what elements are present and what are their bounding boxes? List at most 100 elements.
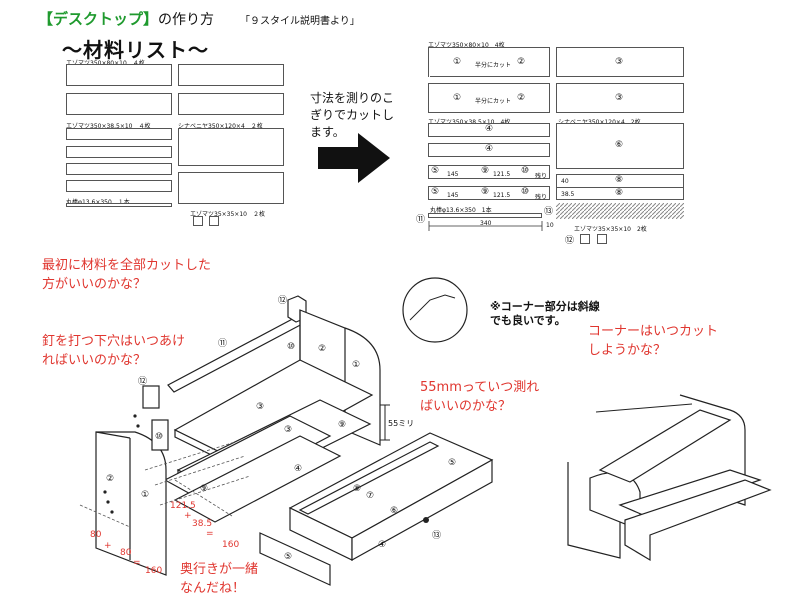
strip-3 (66, 163, 172, 175)
cut-strip-4: ⑤ 145 ⑨ 121.5 ⑩ 残り (428, 186, 550, 201)
part-3b: ③ (615, 93, 624, 103)
label-part-5a: ⑤ (448, 458, 457, 468)
page-title: 【デスクトップ】の作り方 (38, 10, 215, 28)
part-8b: ⑧ (615, 188, 624, 198)
plywood-2 (178, 172, 284, 204)
materials-row1-label: エゾマツ350×80×10 ４枚 (66, 58, 145, 67)
remain-label-2: 残り (535, 194, 548, 201)
cut-board-b: ③ (556, 47, 684, 77)
label-part-8: ⑧ (353, 484, 362, 494)
corner-magnifier (402, 277, 468, 343)
cut-block-2 (597, 234, 607, 244)
block-2 (209, 216, 219, 226)
cut-instruction: 寸法を測りのこぎりでカットします。 (310, 91, 395, 139)
len-145: 145 (447, 171, 459, 178)
dim-38-5: 38.5 (192, 519, 213, 529)
remain-label: 残り (535, 173, 548, 180)
len-121b: 121.5 (493, 192, 511, 199)
dim-eq-1: = (133, 558, 141, 568)
part-9b: ⑨ (481, 187, 490, 197)
block-1 (193, 216, 203, 226)
label-part-2b: ② (106, 474, 115, 484)
part-1: ① (453, 57, 462, 67)
half-cut-note: 半分にカット (475, 62, 512, 69)
arrow-right-icon (318, 133, 390, 183)
label-part-2a: ② (318, 344, 327, 354)
part-6: ⑥ (615, 140, 624, 150)
part-4b: ④ (485, 144, 494, 154)
cut-row2-left-label: エゾマツ350×38.5×10 4枚 (428, 117, 510, 126)
materials-block-label: エゾマツ35×35×10 ２枚 (190, 211, 265, 218)
block-10 (151, 419, 169, 451)
len-121: 121.5 (493, 171, 511, 178)
board-3 (66, 93, 172, 115)
label-part-12b: ⑫ (138, 377, 148, 387)
cut-strip-2: ④ (428, 143, 550, 157)
label-part-3a: ③ (256, 402, 265, 412)
cut-rod-label: 丸棒φ13.6×350 1本 (430, 207, 492, 214)
label-part-4a: ④ (294, 464, 303, 474)
half-cut-note-2: 半分にカット (475, 98, 512, 105)
cut-board-c: ① 半分にカット ② (428, 83, 550, 113)
materials-rod-label: 丸棒φ13.6×350 １本 (66, 197, 130, 206)
materials-row2-left-label: エゾマツ350×38.5×10 ４枚 (66, 123, 151, 130)
label-part-10a: ⑩ (287, 342, 296, 352)
part-2b: ② (517, 93, 526, 103)
strip-2 (66, 146, 172, 158)
label-part-10b: ⑩ (155, 432, 164, 442)
label-part-3b: ③ (284, 425, 293, 435)
round-rod (66, 203, 172, 207)
dim-80b: 80 (120, 548, 132, 558)
len-40: 40 (561, 178, 569, 185)
question-depth: 奥行きが一緒なんだね！ (180, 562, 259, 596)
part-5: ⑤ (431, 166, 440, 176)
loose-panel-5 (259, 532, 331, 586)
label-part-7: ⑦ (366, 491, 375, 501)
finished-drawer (624, 479, 772, 562)
part-9: ⑨ (481, 166, 490, 176)
drawer-front (351, 458, 493, 562)
part-4: ④ (485, 124, 494, 134)
dim-340-line (428, 221, 543, 231)
label-part-5b: ⑤ (284, 552, 293, 562)
part-8: ⑧ (615, 175, 624, 185)
part-13: ⑬ (544, 207, 554, 217)
label-part-11: ⑪ (218, 339, 228, 349)
strip-4 (66, 180, 172, 192)
cut-plywood-1: ⑥ (556, 123, 684, 169)
cut-strip-1: ④ (428, 123, 550, 137)
question-55mm: 55mmっていつ測ればいいのかな？ (420, 380, 540, 414)
part-1b: ① (453, 93, 462, 103)
label-part-9b: ⑨ (200, 484, 209, 494)
part-10b: ⑩ (521, 187, 530, 197)
label-part-1a: ① (352, 360, 361, 370)
cut-board-d: ③ (556, 83, 684, 113)
part-5b: ⑤ (431, 187, 440, 197)
dim-eq-2: = (206, 529, 214, 539)
dim-plus-2: + (184, 511, 192, 521)
board-4 (178, 93, 284, 115)
cut-block-label: エゾマツ35×35×10 2枚 (574, 226, 647, 233)
cut-row2-right-label: シナベニヤ350×120×4 2枚 (558, 117, 641, 126)
block-12 (142, 385, 160, 409)
materials-row2-right-label: シナベニヤ350×120×4 ２枚 (178, 123, 263, 130)
board-2 (178, 64, 284, 86)
label-part-1b: ① (141, 490, 150, 500)
part-12: ⑫ (565, 236, 575, 246)
label-part-9a: ⑨ (338, 420, 347, 430)
materials-heading: 〜材料リスト〜 (62, 38, 209, 62)
plywood-1 (178, 128, 284, 166)
dim-55mm: 55ミリ (388, 419, 415, 428)
len-38: 38.5 (561, 191, 575, 198)
board-1 (66, 64, 172, 86)
cut-rod (428, 213, 542, 218)
label-part-4b: ④ (378, 540, 387, 550)
label-part-6: ⑥ (390, 506, 399, 516)
dim-plus-1: + (104, 541, 112, 551)
waste-hatch (556, 203, 684, 219)
question-cut-first: 最初に材料を全部カットした方がいいのかな？ (42, 258, 212, 292)
dim-80a: 80 (90, 530, 102, 540)
cut-block-1 (580, 234, 590, 244)
len-10: 10 (546, 222, 554, 229)
